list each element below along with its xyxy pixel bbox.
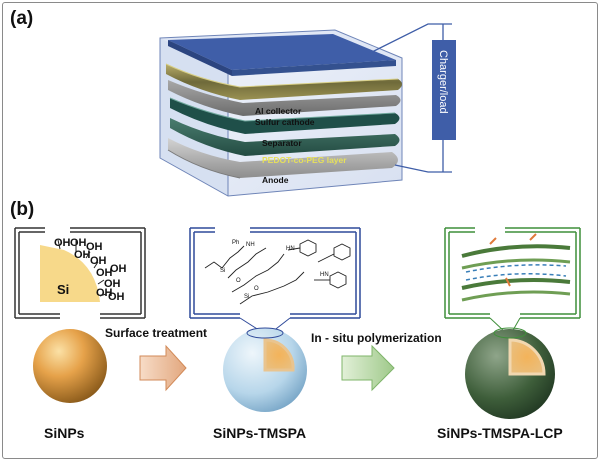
sinp-tmspa-lcp-particle	[465, 327, 555, 419]
si-surface-box	[14, 227, 146, 319]
sulfur-cathode-label: Sulfur cathode	[255, 117, 315, 127]
surface-treatment-label: Surface treatment	[105, 326, 207, 340]
oh-label: OH	[86, 241, 103, 253]
tmspa-structure	[204, 239, 351, 305]
polymerization-arrow	[341, 344, 395, 392]
separator-label: Separator	[262, 138, 302, 148]
pedot-layer	[170, 118, 400, 156]
oh-bonds	[57, 239, 107, 297]
sinps-tmspa-lcp-label: SiNPs-TMSPA-LCP	[437, 425, 563, 441]
hn-label: HN	[320, 272, 329, 278]
nh-label: NH	[246, 242, 255, 248]
separator-layer	[169, 97, 400, 134]
o-label: O	[236, 278, 241, 284]
oh-label: OH	[54, 237, 71, 249]
hn-label: HN	[286, 246, 295, 252]
oh-label: OH	[108, 291, 125, 303]
oh-label: OH	[96, 267, 113, 279]
top-plate	[168, 34, 396, 76]
polymerization-label: In - situ polymerization	[311, 331, 442, 345]
o-label: O	[254, 286, 259, 292]
ph-label: Ph	[232, 240, 239, 246]
anode-layer	[167, 138, 398, 179]
lcp-network	[461, 233, 571, 302]
oh-label: OH	[90, 255, 107, 267]
pedot-label: PEDOT-co-PEG layer	[262, 155, 347, 165]
sinp-tmspa-particle	[223, 327, 307, 412]
oh-label: OH	[70, 237, 87, 249]
oh-label: OH	[110, 263, 127, 275]
si-quadrant	[40, 245, 100, 302]
panel-a-label: (a)	[10, 8, 33, 29]
oh-label: OH	[104, 278, 121, 290]
external-circuit	[359, 23, 452, 173]
si-chem-label: Si	[220, 268, 225, 274]
sinps-label: SiNPs	[44, 425, 85, 441]
si-chem-label: Si	[244, 294, 249, 300]
panel-b-label: (b)	[10, 199, 34, 220]
charger-load-label: Charger/load	[437, 50, 449, 114]
al-collector-layer	[165, 63, 402, 100]
charger-load-box	[432, 40, 456, 140]
sinps-tmspa-label: SiNPs-TMSPA	[213, 425, 306, 441]
tmspa-chemistry-box	[189, 227, 361, 319]
al-collector-label: Al collector	[255, 106, 302, 116]
surface-treatment-arrow	[139, 344, 187, 392]
sulfur-cathode-layer	[168, 80, 401, 116]
si-label: Si	[57, 282, 69, 297]
lcp-network-box	[444, 227, 581, 319]
anode-label: Anode	[262, 175, 289, 185]
sinp-particle	[33, 329, 107, 403]
